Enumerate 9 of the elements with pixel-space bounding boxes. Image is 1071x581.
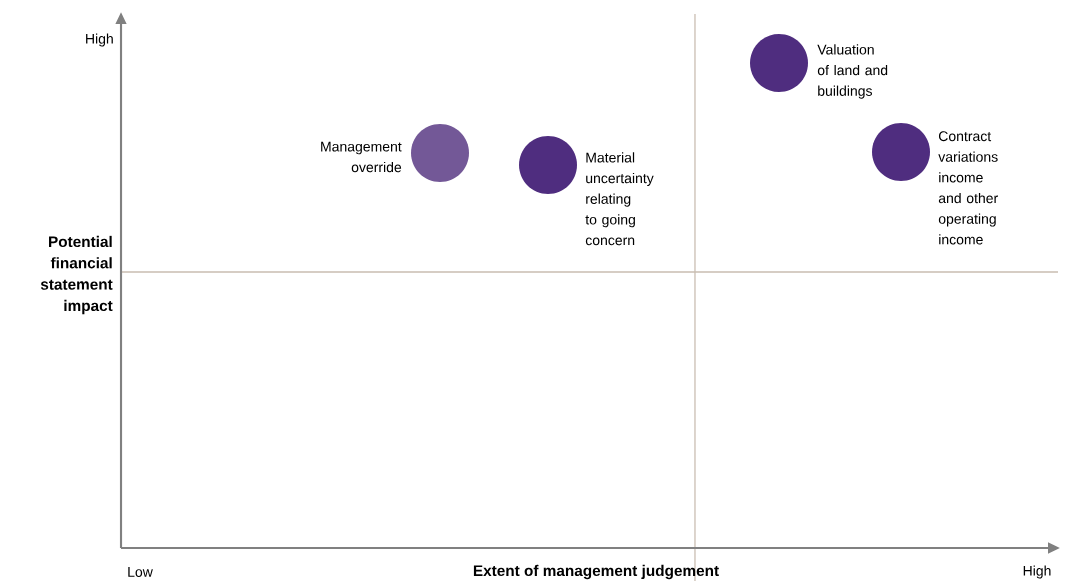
axis-title: Potential financial statement impact — [40, 235, 113, 315]
axis-title: Extent of management judgement — [473, 564, 719, 580]
risk-label: Material uncertainty relating to going concern — [585, 152, 654, 246]
risk-label: Valuation of land and buildings — [817, 44, 888, 99]
axis-end-label: High — [86, 33, 113, 47]
risk-label: Contract variations income and other operating income — [938, 131, 998, 245]
axis-end-label: Low — [128, 567, 153, 577]
axis-end-label: High — [1023, 565, 1051, 579]
risk-label: Management override — [321, 141, 402, 173]
